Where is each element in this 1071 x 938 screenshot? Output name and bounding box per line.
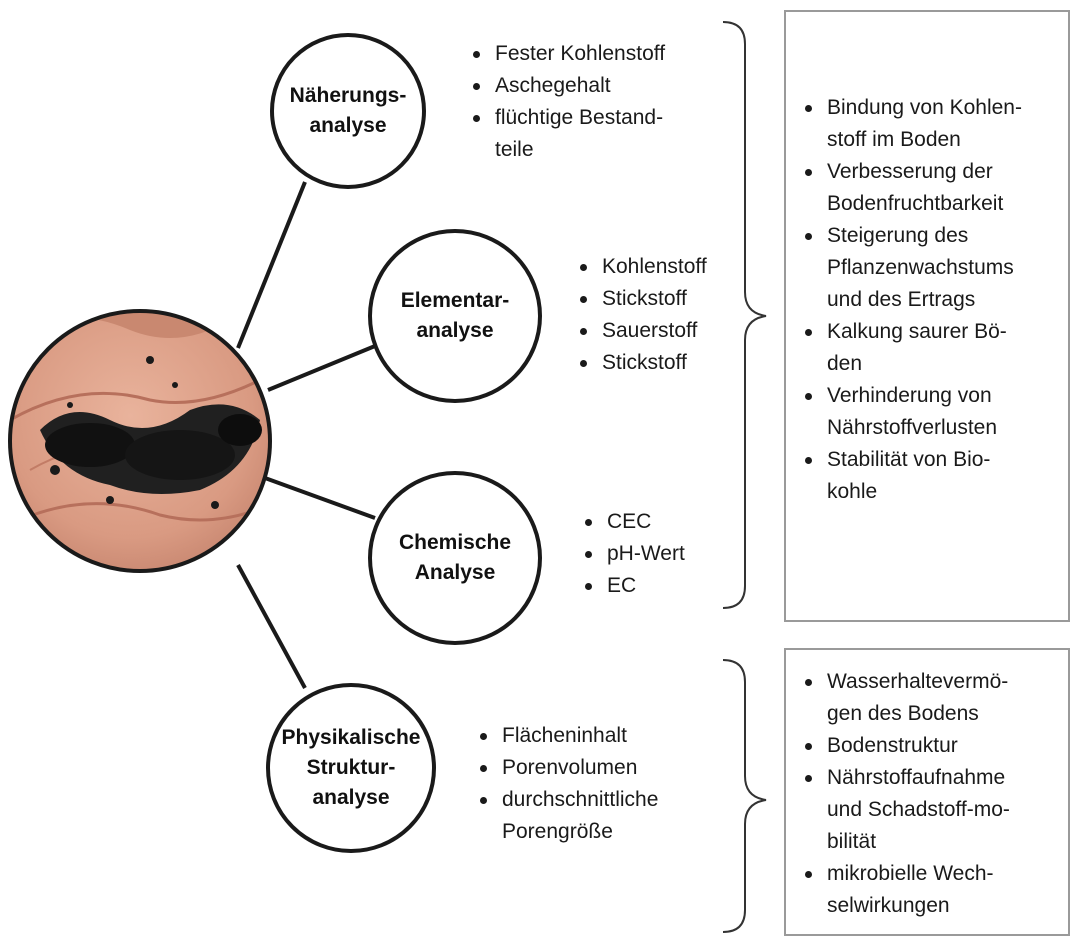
list-item-continuation: bilität bbox=[827, 830, 877, 853]
connector-elementar bbox=[267, 344, 376, 392]
label-line: Struktur- bbox=[306, 756, 396, 779]
list-item: Verhinderung von bbox=[800, 380, 1068, 412]
list-item-continuation: gen des Bodens bbox=[827, 702, 979, 725]
list-item: Flächeninhalt bbox=[475, 720, 658, 752]
list-item-continuation: kohle bbox=[827, 480, 878, 503]
list-item: Stabilität von Bio- bbox=[800, 444, 1068, 476]
list-physikalisch: Flächeninhalt Porenvolumen durchschnittl… bbox=[475, 720, 658, 848]
circle-physikalisch bbox=[266, 683, 436, 853]
list-item: Kalkung saurer Bö- bbox=[800, 316, 1068, 348]
circle-elementar bbox=[368, 229, 542, 403]
label-line: Elementar- bbox=[400, 289, 510, 312]
list-item: Porenvolumen bbox=[475, 752, 658, 784]
list-item-continuation: Bodenfruchtbarkeit bbox=[827, 192, 1004, 215]
list-item: Stickstoff bbox=[575, 347, 707, 379]
benefits-list-top: Bindung von Kohlen- stoff im Boden Verbe… bbox=[800, 92, 1068, 508]
list-item: Bodenstruktur bbox=[800, 730, 1068, 762]
label-line: Physikalische bbox=[281, 726, 421, 749]
list-item-continuation: selwirkungen bbox=[827, 894, 950, 917]
list-item: Bindung von Kohlen- bbox=[800, 92, 1068, 124]
list-item: pH-Wert bbox=[580, 538, 685, 570]
list-item-continuation: den bbox=[827, 352, 863, 375]
label-line: Chemische bbox=[398, 531, 512, 554]
label-line: analyse bbox=[416, 319, 494, 342]
benefits-box-top: Bindung von Kohlen- stoff im Boden Verbe… bbox=[784, 10, 1070, 622]
list-item-continuation: und des Ertrags bbox=[827, 288, 976, 311]
label-line: analyse bbox=[309, 114, 387, 137]
connector-naeherung bbox=[236, 181, 307, 349]
list-item: Fester Kohlenstoff bbox=[468, 38, 665, 70]
label-line: analyse bbox=[312, 786, 390, 809]
label-chemisch: Chemische Analyse bbox=[380, 508, 530, 608]
list-item: Wasserhaltevermö- bbox=[800, 666, 1068, 698]
circle-naeherung bbox=[270, 33, 426, 189]
list-item-continuation: Porengröße bbox=[502, 820, 613, 843]
label-naeherung: Näherungs- analyse bbox=[278, 61, 418, 161]
list-item-continuation: teile bbox=[495, 138, 534, 161]
label-physikalisch: Physikalische Struktur- analyse bbox=[264, 718, 438, 818]
benefits-box-bottom: Wasserhaltevermö- gen des Bodens Bodenst… bbox=[784, 648, 1070, 936]
list-item: durchschnittliche bbox=[475, 784, 658, 816]
list-item: Kohlenstoff bbox=[575, 251, 707, 283]
list-naeherung: Fester Kohlenstoff Aschegehalt flüchtige… bbox=[468, 38, 665, 166]
list-item: Aschegehalt bbox=[468, 70, 665, 102]
list-item-continuation: Nährstoffverlusten bbox=[827, 416, 998, 439]
list-item: Stickstoff bbox=[575, 283, 707, 315]
list-item: mikrobielle Wech- bbox=[800, 858, 1068, 890]
list-elementar: Kohlenstoff Stickstoff Sauerstoff Sticks… bbox=[575, 251, 707, 379]
label-line: Näherungs- bbox=[289, 84, 407, 107]
list-item: CEC bbox=[580, 506, 685, 538]
benefits-list-bottom: Wasserhaltevermö- gen des Bodens Bodenst… bbox=[800, 666, 1068, 922]
list-item: EC bbox=[580, 570, 685, 602]
label-line: Analyse bbox=[414, 561, 496, 584]
brace-bottom bbox=[722, 659, 767, 933]
circle-chemisch bbox=[368, 471, 542, 645]
list-item: Nährstoffaufnahme bbox=[800, 762, 1068, 794]
list-chemisch: CEC pH-Wert EC bbox=[580, 506, 685, 602]
biochar-in-hand-photo bbox=[8, 309, 272, 573]
list-item-continuation: stoff im Boden bbox=[827, 128, 961, 151]
list-item-continuation: und Schadstoff-mo- bbox=[827, 798, 1010, 821]
list-item: Sauerstoff bbox=[575, 315, 707, 347]
label-elementar: Elementar- analyse bbox=[380, 266, 530, 366]
connector-chemisch bbox=[264, 476, 376, 520]
connector-physikalisch bbox=[236, 564, 307, 689]
list-item: Verbesserung der bbox=[800, 156, 1068, 188]
list-item: Steigerung des bbox=[800, 220, 1068, 252]
list-item-continuation: Pflanzenwachstums bbox=[827, 256, 1014, 279]
brace-top bbox=[722, 21, 767, 609]
list-item: flüchtige Bestand- bbox=[468, 102, 665, 134]
